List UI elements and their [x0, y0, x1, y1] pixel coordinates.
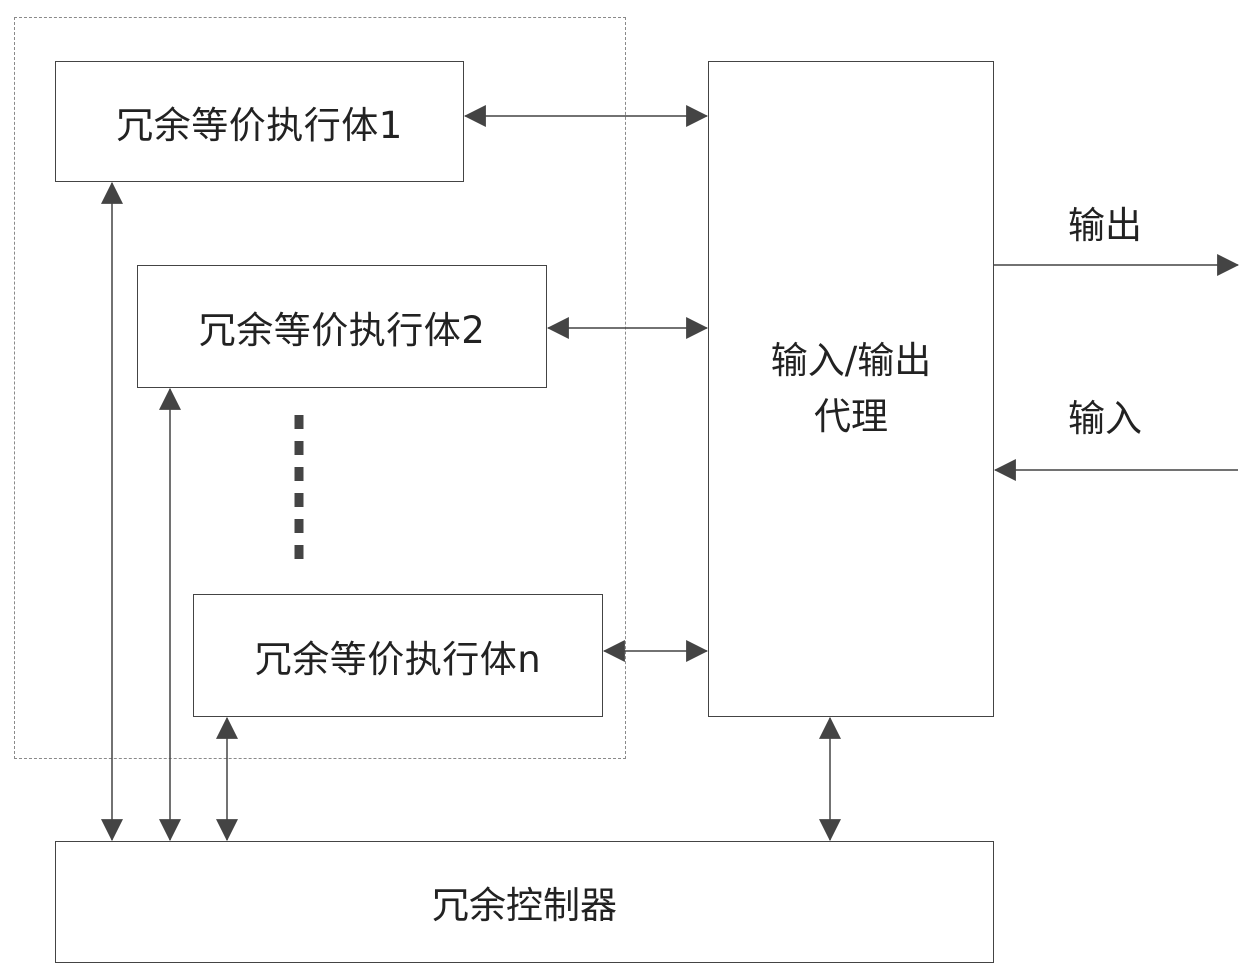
- executor-label-2: 冗余等价执行体2: [198, 308, 486, 352]
- executor-box-2[interactable]: 冗余等价执行体2: [137, 265, 547, 388]
- executor-label-n: 冗余等价执行体n: [254, 637, 542, 681]
- io-proxy-box[interactable]: 输入/输出 代理: [708, 61, 994, 717]
- redundancy-controller-label: 冗余控制器: [432, 884, 617, 927]
- io-proxy-label: 输入/输出 代理: [770, 339, 932, 438]
- output-label: 输出: [1068, 204, 1142, 247]
- executor-group-boundary: [14, 17, 626, 759]
- executor-box-n[interactable]: 冗余等价执行体n: [193, 594, 603, 717]
- executor-label-1: 冗余等价执行体1: [116, 103, 403, 147]
- input-label: 输入: [1068, 397, 1142, 440]
- executor-box-1[interactable]: 冗余等价执行体1: [55, 61, 464, 182]
- redundancy-controller-box[interactable]: 冗余控制器: [55, 841, 994, 963]
